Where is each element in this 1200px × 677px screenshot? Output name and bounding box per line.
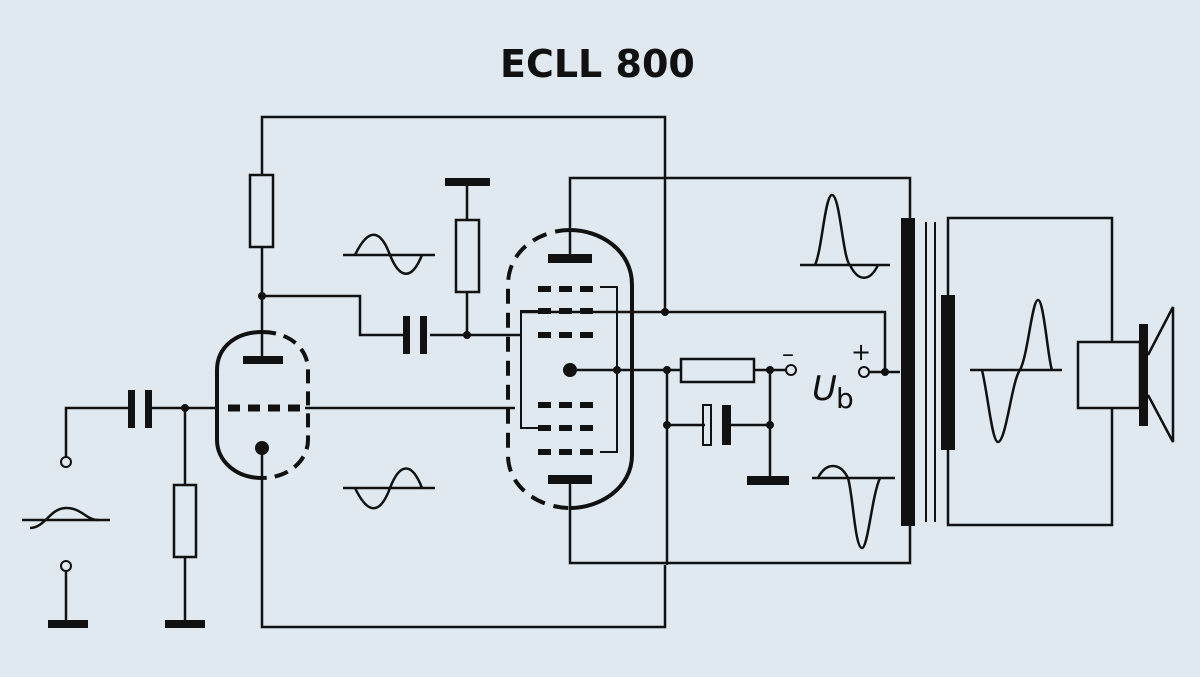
grid-resistor xyxy=(172,483,198,559)
output-transformer xyxy=(901,218,955,526)
sine-wave xyxy=(353,233,424,275)
cathode-resistor xyxy=(679,357,756,384)
supply-plus-label: + xyxy=(851,338,871,366)
ground-symbol xyxy=(165,620,205,628)
triode-tube xyxy=(215,330,310,480)
grid-resistor-2 xyxy=(454,218,481,294)
diagram-title: ECLL 800 xyxy=(500,42,695,86)
loudspeaker xyxy=(1076,306,1175,443)
input-terminals xyxy=(22,406,130,628)
electrolytic-capacitor-plate xyxy=(702,404,712,446)
supply-minus-terminal xyxy=(785,364,797,376)
supply-minus-label: – xyxy=(782,340,794,368)
input-capacitor xyxy=(128,390,152,428)
sine-wave-inverted xyxy=(353,467,424,510)
supply-label-sub: b xyxy=(836,382,854,415)
input-sine-wave xyxy=(29,506,99,530)
supply-plus-terminal xyxy=(858,366,870,378)
coupling-capacitor-plate xyxy=(403,316,410,354)
coupling-capacitor-plate xyxy=(420,316,427,354)
bias-bar xyxy=(445,178,490,186)
ground-symbol xyxy=(48,620,88,628)
anode-resistor xyxy=(248,173,275,249)
supply-label: U xyxy=(812,369,837,409)
ground-symbol xyxy=(747,476,789,485)
